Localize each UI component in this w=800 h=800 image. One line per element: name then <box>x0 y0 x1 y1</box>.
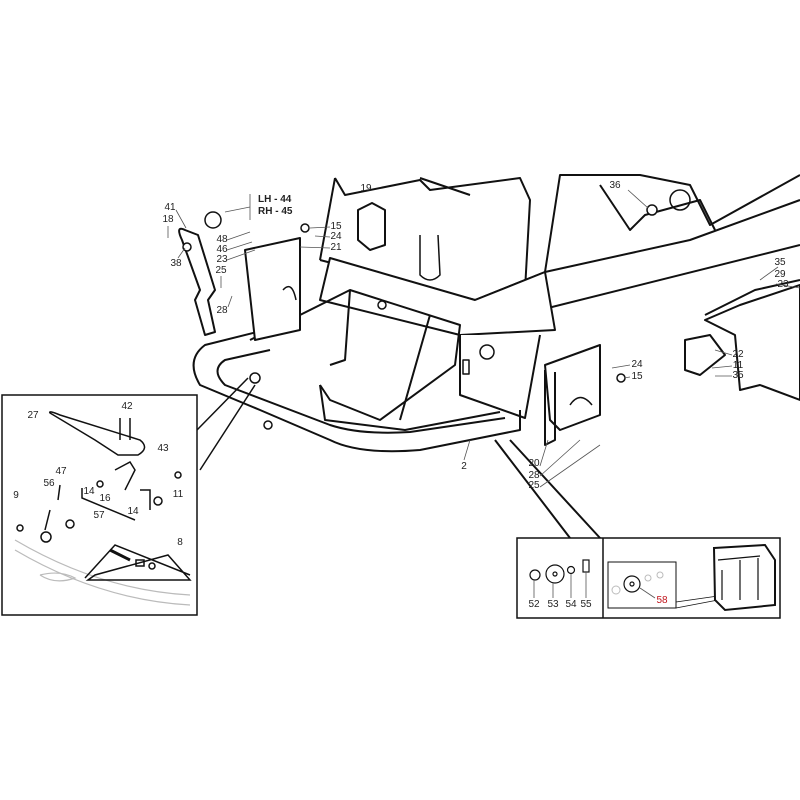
frame-rear-top <box>334 177 531 291</box>
part-label: 24 <box>330 231 342 242</box>
part-label: 25 <box>215 265 227 276</box>
part-label: 55 <box>580 599 592 610</box>
part-label: 57 <box>93 510 105 521</box>
part-label: 48 <box>216 234 228 245</box>
side-note-rh: RH - 45 <box>258 206 293 217</box>
part-label: 35 <box>774 257 786 268</box>
part-label: 28 <box>216 305 228 316</box>
part-label: 15 <box>330 221 342 232</box>
part-label: 21 <box>330 242 342 253</box>
part-label: 25 <box>528 480 540 491</box>
part-label: 16 <box>99 493 111 504</box>
part-label: 11 <box>172 489 184 500</box>
part-label: 11 <box>732 360 744 371</box>
part-label: 23 <box>216 254 228 265</box>
part-label: 14 <box>127 506 139 517</box>
part-label: 27 <box>27 410 39 421</box>
part-label: 29 <box>774 269 786 280</box>
highlighted-part-label[interactable]: 58 <box>656 595 668 606</box>
part-label: 53 <box>547 599 559 610</box>
part-label: 43 <box>157 443 169 454</box>
inset-seat-mount <box>1 394 198 616</box>
part-label: 2 <box>461 461 467 472</box>
part-label: 20 <box>528 458 540 469</box>
inset-cab-mount <box>516 537 781 619</box>
part-label: 8 <box>177 537 183 548</box>
part-label: 56 <box>43 478 55 489</box>
part-label: 19 <box>360 183 372 194</box>
part-label: 28 <box>528 470 540 481</box>
part-label: 38 <box>170 258 182 269</box>
part-label: 14 <box>83 486 95 497</box>
part-label: 15 <box>631 371 643 382</box>
part-label: 54 <box>565 599 577 610</box>
side-note-lh: LH - 44 <box>258 194 292 205</box>
part-label: 36 <box>609 180 621 191</box>
part-label: 22 <box>732 349 744 360</box>
part-label: 52 <box>528 599 540 610</box>
part-label: 46 <box>216 244 228 255</box>
part-label: 42 <box>121 401 133 412</box>
part-label: 18 <box>162 214 174 225</box>
part-label: 47 <box>55 466 67 477</box>
part-label: 9 <box>13 490 19 501</box>
part-label: 35 <box>732 370 744 381</box>
part-label: 41 <box>164 202 176 213</box>
part-label: 23 <box>777 279 789 290</box>
part-label: 24 <box>631 359 643 370</box>
